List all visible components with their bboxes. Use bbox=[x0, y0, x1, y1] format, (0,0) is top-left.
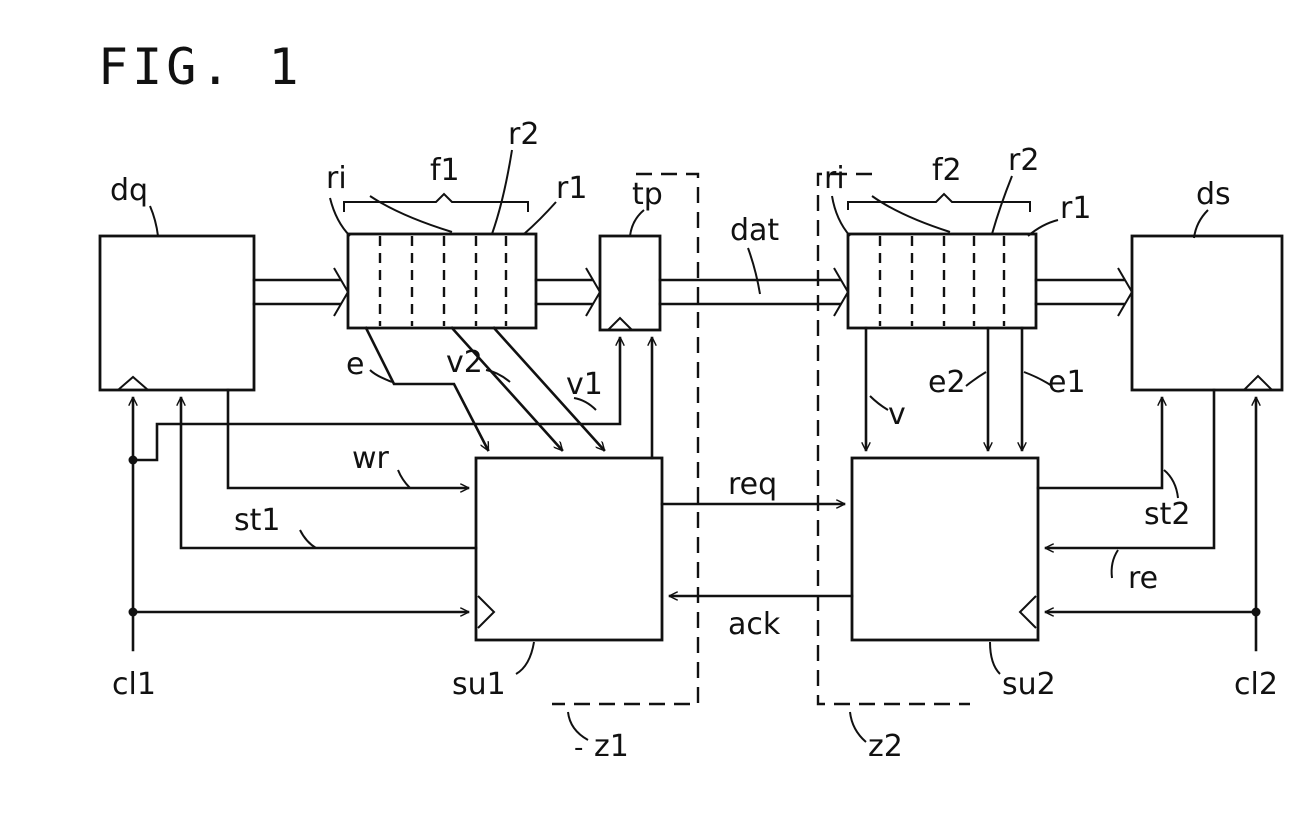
label-su1: su1 bbox=[452, 667, 506, 702]
label-cl2: cl2 bbox=[1234, 667, 1278, 702]
bus-dat-tp-to-f2 bbox=[660, 268, 848, 316]
label-dat: dat bbox=[730, 213, 779, 248]
block-f2-fifo bbox=[848, 234, 1036, 328]
label-cl1: cl1 bbox=[112, 667, 156, 702]
leader-lines bbox=[150, 150, 1208, 742]
label-f2-r2: r2 bbox=[1008, 143, 1039, 178]
label-z2: z2 bbox=[868, 729, 903, 764]
label-f2: f2 bbox=[932, 153, 962, 188]
label-e: e bbox=[346, 347, 364, 382]
label-e1: e1 bbox=[1048, 365, 1086, 400]
block-tp bbox=[600, 236, 660, 330]
block-ds bbox=[1132, 236, 1282, 390]
figure-title: FIG. 1 bbox=[98, 38, 303, 96]
label-f2-r1: r1 bbox=[1060, 191, 1091, 226]
label-st2: st2 bbox=[1144, 497, 1190, 532]
label-v: v bbox=[888, 397, 906, 432]
label-v1: v1 bbox=[566, 367, 603, 402]
label-su2: su2 bbox=[1002, 667, 1056, 702]
net-st1 bbox=[181, 398, 476, 548]
label-ack: ack bbox=[728, 607, 781, 642]
label-f1: f1 bbox=[430, 153, 460, 188]
bus-dq-to-f1 bbox=[254, 268, 348, 316]
block-su1 bbox=[476, 458, 662, 640]
label-f1-r1: r1 bbox=[556, 171, 587, 206]
bus-f2-to-ds bbox=[1036, 268, 1132, 316]
net-st2 bbox=[1038, 398, 1162, 488]
label-z1: z1 bbox=[594, 729, 629, 764]
label-v2: v2 bbox=[446, 345, 483, 380]
label-f1-ri: ri bbox=[326, 161, 347, 196]
label-dq: dq bbox=[110, 173, 148, 208]
label-f1-r2: r2 bbox=[508, 117, 539, 152]
label-req: req bbox=[728, 467, 777, 502]
label-tp: tp bbox=[632, 177, 663, 212]
label-ds: ds bbox=[1196, 177, 1231, 212]
label-f2-ri: ri bbox=[824, 161, 845, 196]
label-re: re bbox=[1128, 561, 1158, 596]
block-f1-fifo bbox=[348, 234, 536, 328]
bus-f1-to-tp bbox=[536, 268, 600, 316]
block-dq bbox=[100, 236, 254, 390]
label-st1: st1 bbox=[234, 503, 280, 538]
label-wr: wr bbox=[352, 441, 390, 476]
block-su2 bbox=[852, 458, 1038, 640]
z1-leader-dash: - bbox=[574, 733, 583, 763]
label-e2: e2 bbox=[928, 365, 966, 400]
net-wr bbox=[228, 390, 468, 488]
